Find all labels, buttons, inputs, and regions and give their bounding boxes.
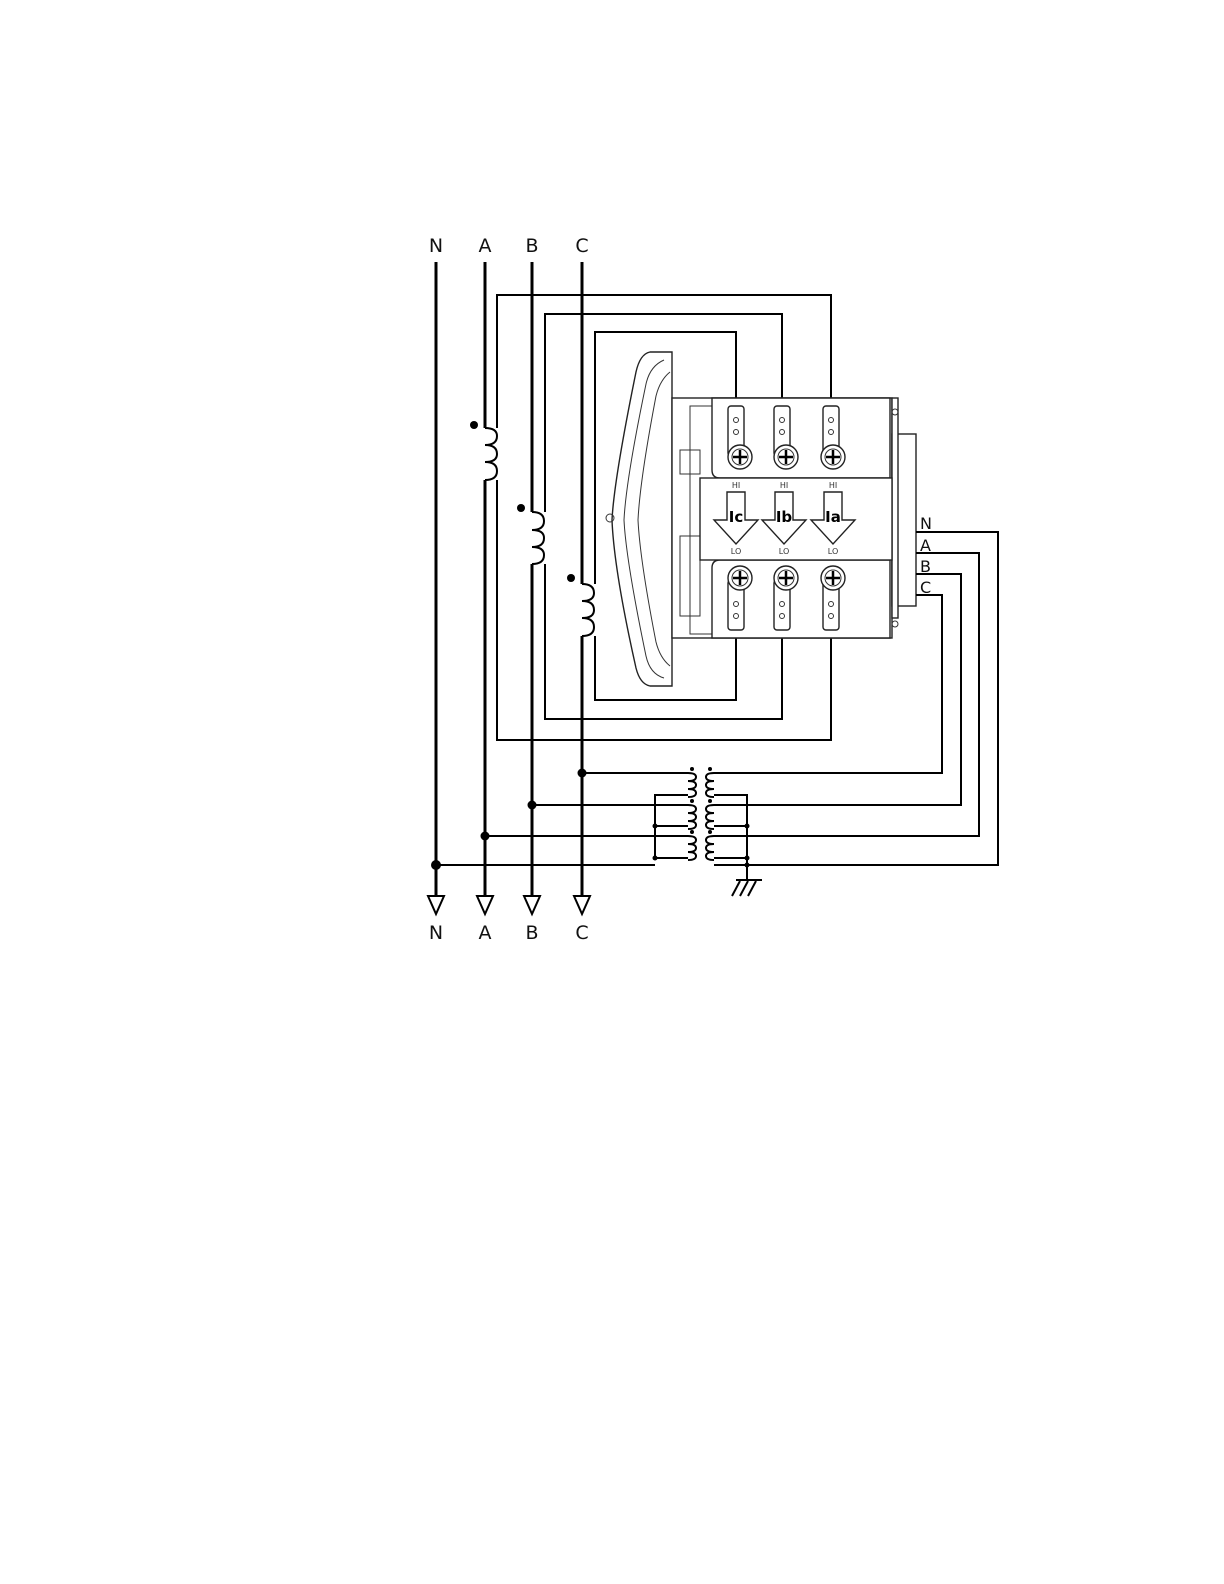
ia-hi-label: HI: [829, 481, 837, 490]
ib-lo-label: LO: [779, 547, 789, 556]
junction-b: [528, 801, 537, 810]
ct-polarity-dot-b: [517, 504, 525, 512]
pt-secondary-common: [714, 795, 747, 880]
bottom-arrow-b-icon: [524, 896, 540, 914]
pt-primary-coils: [688, 767, 696, 860]
ct-polarity-dot-a: [470, 421, 478, 429]
bottom-arrow-c-icon: [574, 896, 590, 914]
ic-hi-label: HI: [732, 481, 740, 490]
ib-label: Ib: [776, 508, 793, 526]
bottom-label-c: C: [575, 922, 588, 944]
ground-icon: [732, 880, 762, 896]
bottom-arrow-n-icon: [428, 896, 444, 914]
ia-label: Ia: [825, 508, 841, 526]
ct-coil-a: [470, 421, 497, 480]
ib-hi-label: HI: [780, 481, 788, 490]
top-label-a: A: [479, 235, 492, 257]
ct-polarity-dot-c: [567, 574, 575, 582]
junction-n: [431, 860, 441, 870]
bottom-label-a: A: [479, 922, 492, 944]
voltage-label-n: N: [920, 514, 932, 533]
bottom-label-b: B: [525, 922, 538, 944]
junction-a: [481, 832, 490, 841]
top-label-b: B: [525, 235, 538, 257]
ia-lo-label: LO: [828, 547, 838, 556]
bottom-arrow-a-icon: [477, 896, 493, 914]
top-label-n: N: [429, 235, 443, 257]
meter-body: [606, 352, 916, 686]
junction-c: [578, 769, 587, 778]
pt-secondary-coils: [706, 767, 714, 860]
bottom-label-n: N: [429, 922, 443, 944]
ct-coil-b: [517, 504, 544, 564]
ic-label: Ic: [729, 508, 743, 526]
top-label-c: C: [575, 235, 588, 257]
ic-lo-label: LO: [731, 547, 741, 556]
